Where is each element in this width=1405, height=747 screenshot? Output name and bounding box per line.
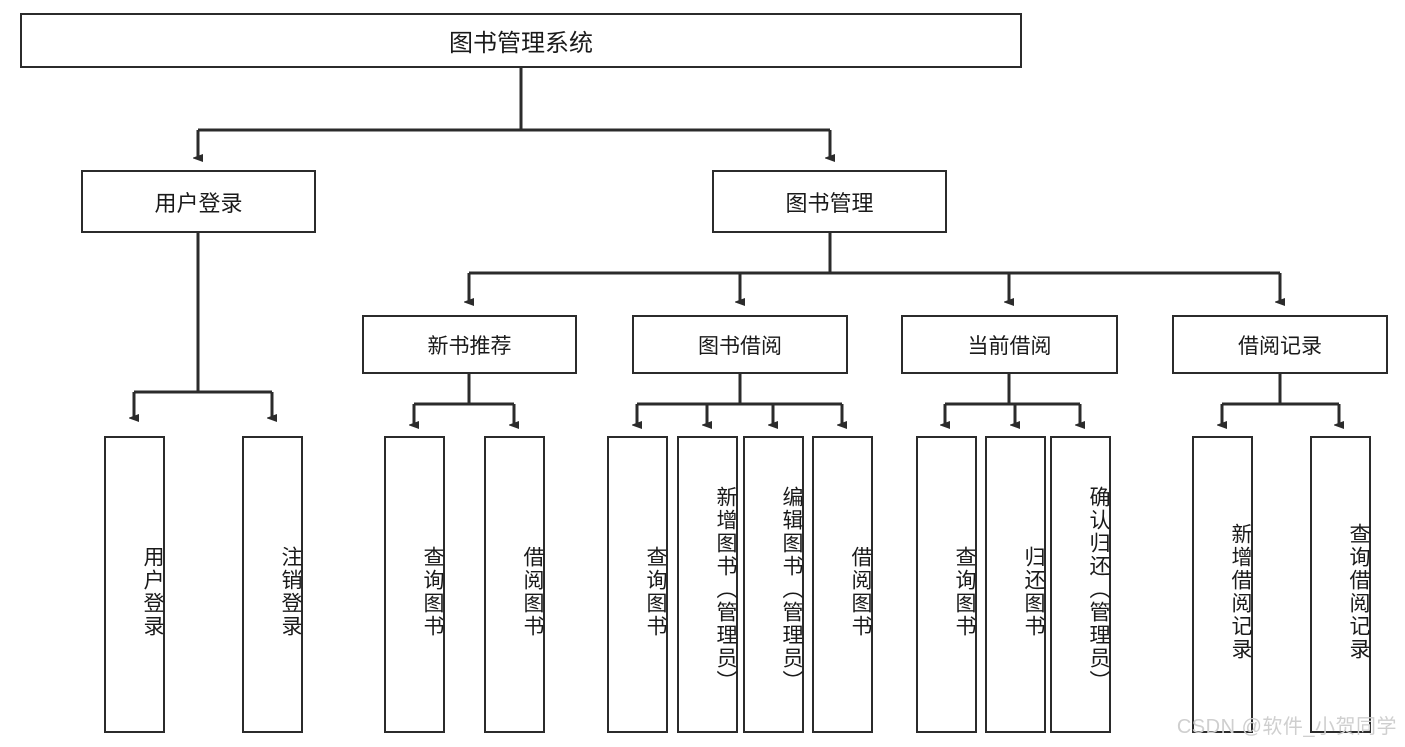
node-current-borrow[interactable]: 当前借阅 xyxy=(901,315,1118,374)
node-new-book-recommend[interactable]: 新书推荐 xyxy=(362,315,577,374)
node-label: 图书管理系统 xyxy=(449,30,593,57)
node-label: 借阅图书 xyxy=(849,545,872,638)
leaf-borrow-book-recommend[interactable]: 借阅图书 xyxy=(484,436,545,733)
leaf-confirm-return-admin[interactable]: 确认归还（管理员） xyxy=(1050,436,1111,733)
node-label: 图书管理 xyxy=(785,190,874,216)
node-user-login[interactable]: 用户登录 xyxy=(81,170,316,233)
node-label: 新增借阅记录 xyxy=(1229,522,1252,661)
node-label: 确认归还（管理员） xyxy=(1087,486,1110,693)
node-label: 用户登录 xyxy=(154,190,243,216)
node-label: 借阅记录 xyxy=(1238,334,1322,358)
node-book-management[interactable]: 图书管理 xyxy=(712,170,947,233)
leaf-return-book[interactable]: 归还图书 xyxy=(985,436,1046,733)
leaf-add-book-admin[interactable]: 新增图书（管理员） xyxy=(677,436,738,733)
node-label: 借阅图书 xyxy=(521,545,544,638)
node-label: 归还图书 xyxy=(1022,545,1045,638)
node-label: 查询图书 xyxy=(421,545,444,638)
node-label: 查询图书 xyxy=(644,545,667,638)
node-label: 注销登录 xyxy=(279,545,302,638)
node-root-book-management-system[interactable]: 图书管理系统 xyxy=(20,13,1022,68)
node-label: 新增图书（管理员） xyxy=(714,486,737,693)
leaf-add-borrow-record[interactable]: 新增借阅记录 xyxy=(1192,436,1253,733)
node-label: 当前借阅 xyxy=(967,334,1052,358)
leaf-logout[interactable]: 注销登录 xyxy=(242,436,303,733)
node-label: 用户登录 xyxy=(141,545,164,638)
leaf-user-login[interactable]: 用户登录 xyxy=(104,436,165,733)
node-label: 查询借阅记录 xyxy=(1347,522,1370,661)
node-label: 编辑图书（管理员） xyxy=(780,486,803,693)
node-label: 查询图书 xyxy=(953,545,976,638)
node-book-borrow[interactable]: 图书借阅 xyxy=(632,315,848,374)
watermark: CSDN @软件_小贺同学 xyxy=(1176,716,1397,738)
leaf-edit-book-admin[interactable]: 编辑图书（管理员） xyxy=(743,436,804,733)
node-label: 新书推荐 xyxy=(427,334,512,358)
leaf-query-borrow-record[interactable]: 查询借阅记录 xyxy=(1310,436,1371,733)
leaf-query-book-current[interactable]: 查询图书 xyxy=(916,436,977,733)
node-label: 图书借阅 xyxy=(698,334,782,358)
leaf-borrow-book[interactable]: 借阅图书 xyxy=(812,436,873,733)
leaf-query-book-recommend[interactable]: 查询图书 xyxy=(384,436,445,733)
node-borrow-record[interactable]: 借阅记录 xyxy=(1172,315,1388,374)
leaf-query-book-borrow[interactable]: 查询图书 xyxy=(607,436,668,733)
